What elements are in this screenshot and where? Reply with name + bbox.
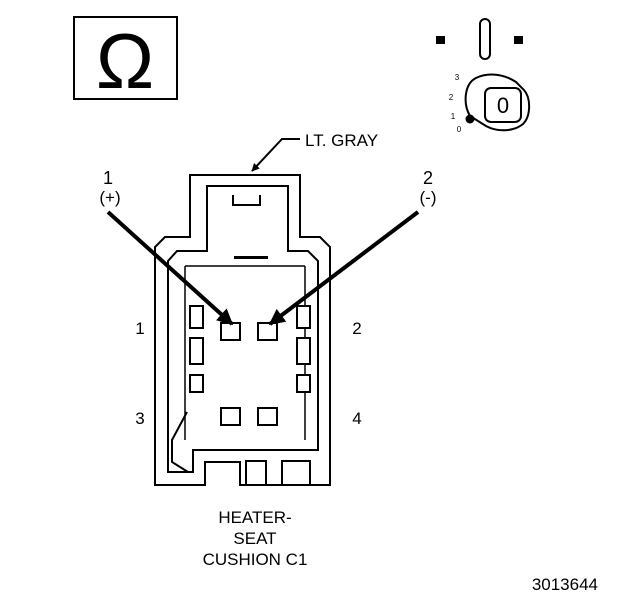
cavity-number-1: 1 bbox=[135, 319, 144, 338]
pin1-arrow bbox=[106, 210, 234, 326]
wire-color-callout: LT. GRAY bbox=[251, 131, 378, 172]
pin1-polarity: (+) bbox=[99, 188, 120, 207]
connector-details bbox=[189, 256, 311, 486]
omega-icon: Ω bbox=[96, 17, 154, 105]
ignition-position-3: 3 bbox=[455, 73, 460, 82]
ignition-position-2: 2 bbox=[449, 93, 454, 102]
cavity-2-terminal bbox=[257, 322, 278, 341]
pin2-number: 2 bbox=[423, 168, 433, 188]
cavity-3-terminal bbox=[220, 407, 241, 426]
pin2-polarity: (-) bbox=[420, 188, 437, 207]
connector-body bbox=[154, 174, 331, 486]
cavity-number-3: 3 bbox=[135, 409, 144, 428]
cavity-number-2: 2 bbox=[352, 319, 361, 338]
cavity-1-terminal bbox=[220, 322, 241, 341]
ohmmeter-symbol: Ω bbox=[73, 16, 178, 105]
cavity-4-terminal bbox=[257, 407, 278, 426]
wire-color-label: LT. GRAY bbox=[305, 131, 378, 150]
pin2-arrow bbox=[268, 210, 420, 326]
cavity-number-4: 4 bbox=[352, 409, 361, 428]
pin1-number: 1 bbox=[103, 168, 113, 188]
ignition-position-0: 0 bbox=[457, 125, 462, 134]
connector-name-line-3: CUSHION C1 bbox=[203, 550, 308, 569]
ignition-switch-icon: 0 3 2 1 0 bbox=[436, 18, 531, 134]
ignition-key-label: 0 bbox=[497, 93, 509, 118]
connector-name-line-1: HEATER- bbox=[218, 508, 291, 527]
figure-number: 3013644 bbox=[532, 575, 598, 594]
ignition-position-1: 1 bbox=[451, 112, 456, 121]
connector-name-line-2: SEAT bbox=[233, 529, 276, 548]
